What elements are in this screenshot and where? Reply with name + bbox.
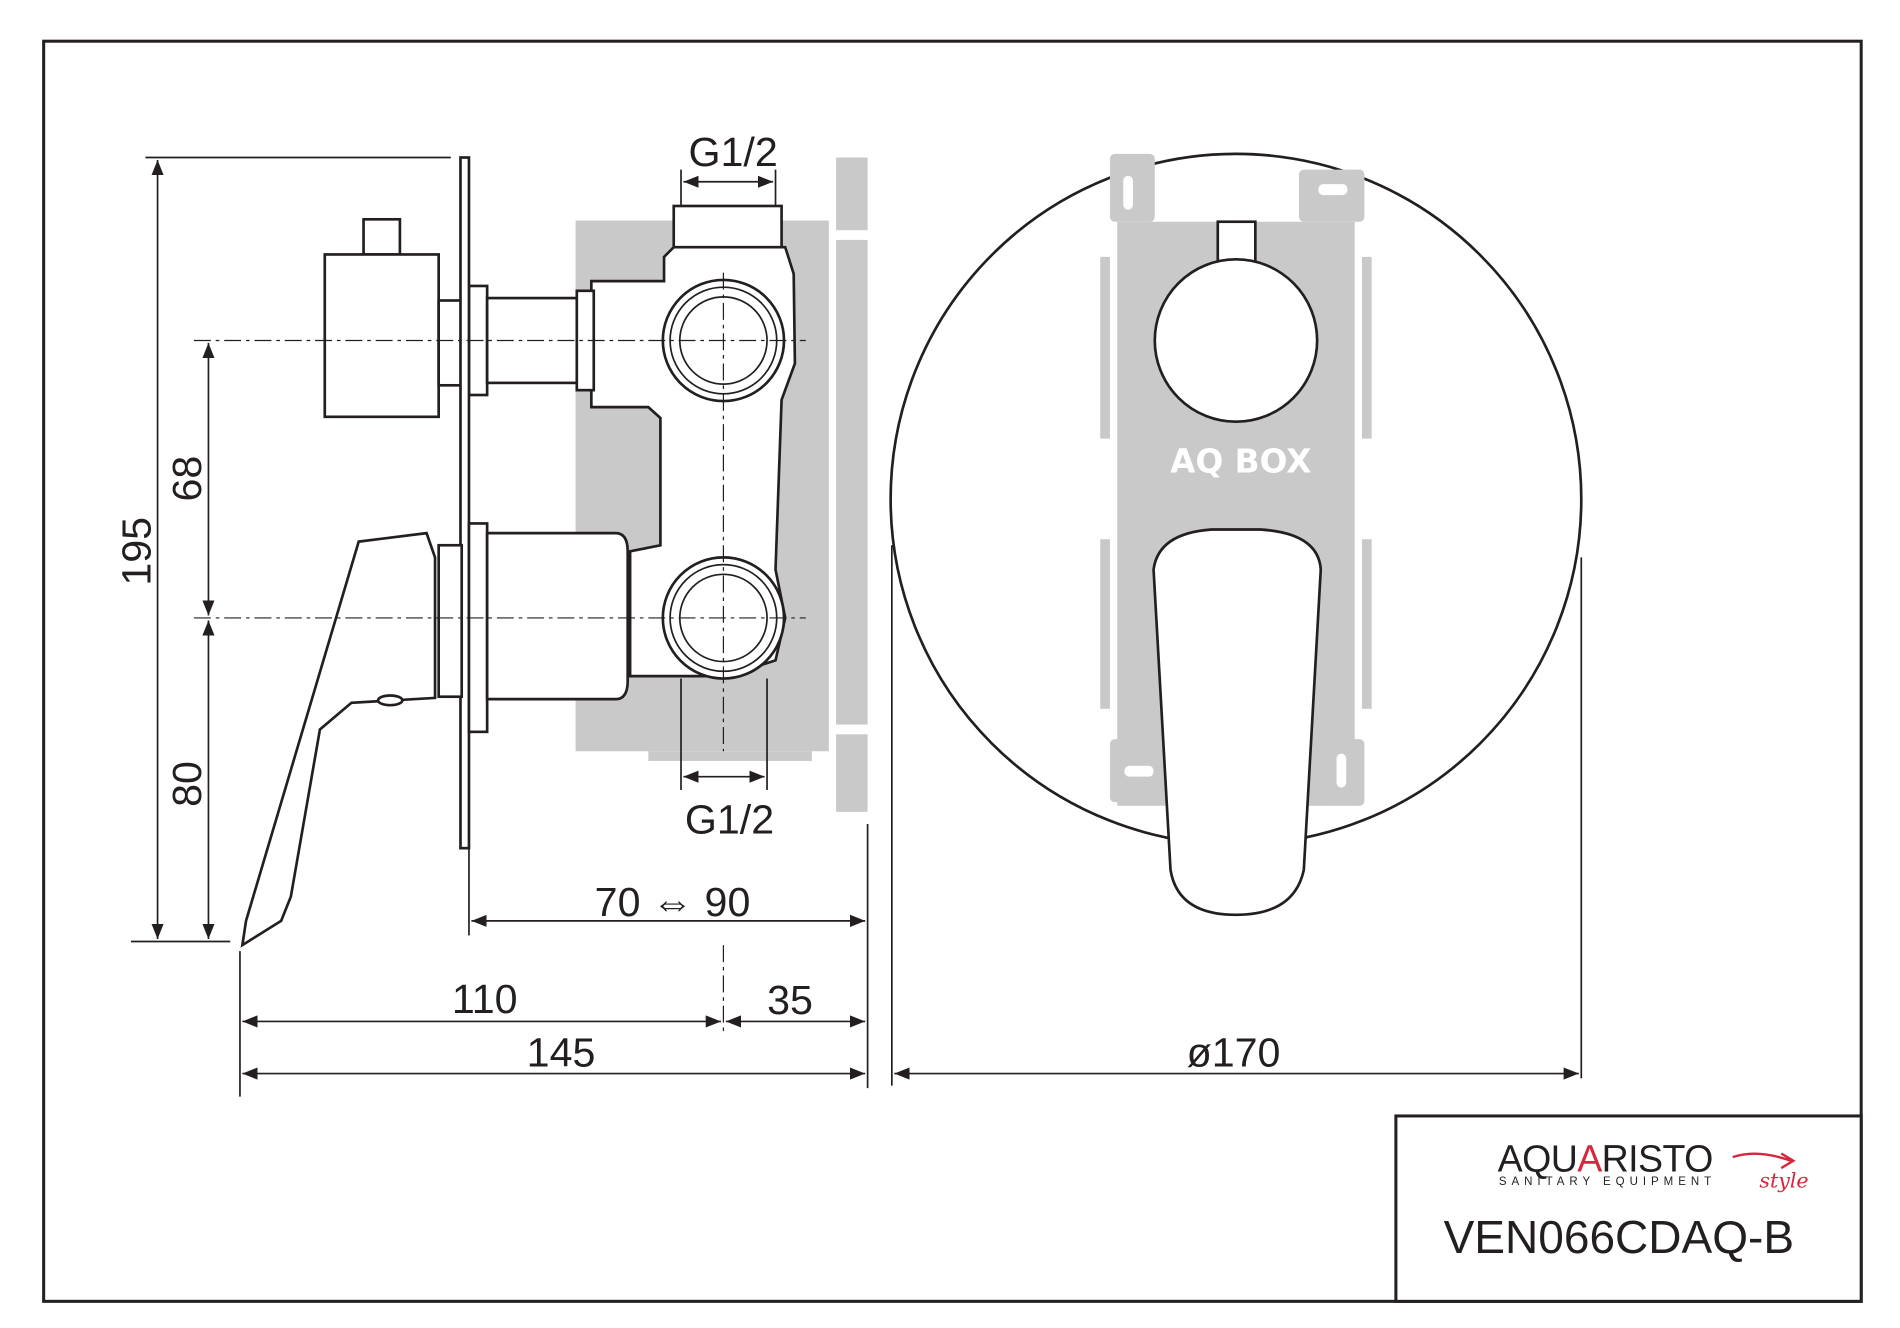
dim-70-90: 70 ⇔ 90 bbox=[595, 879, 751, 925]
dim-110: 110 bbox=[452, 976, 518, 1022]
dim-145: 145 bbox=[527, 1029, 596, 1075]
brand-script: style bbox=[1759, 1168, 1808, 1192]
svg-text:AQUARISTO: AQUARISTO bbox=[1498, 1138, 1713, 1180]
dim-68: 68 bbox=[164, 456, 210, 502]
brand-logo: AQUARISTO SANITARY EQUIPMENT style bbox=[1498, 1138, 1809, 1193]
cartridge-body bbox=[485, 531, 630, 701]
dim-35: 35 bbox=[767, 977, 813, 1023]
dim-195: 195 bbox=[113, 517, 159, 586]
top-fitting bbox=[672, 204, 783, 249]
dimension-lines bbox=[130, 156, 1583, 1097]
side-view bbox=[193, 156, 868, 1033]
wall-plate bbox=[459, 156, 471, 850]
dim-g12-bottom: G1/2 bbox=[685, 797, 774, 843]
lever-screw bbox=[376, 694, 404, 707]
dim-80: 80 bbox=[164, 761, 210, 807]
wall-strip bbox=[836, 734, 868, 812]
drawing-frame bbox=[42, 39, 1863, 1303]
front-view: AQ BOX bbox=[889, 152, 1583, 917]
aq-box-label: AQ BOX bbox=[1170, 443, 1311, 481]
dimension-labels: 195 68 80 G1/2 G1/2 70 ⇔ 90 110 35 145 ø… bbox=[113, 129, 1280, 1075]
front-mixer-lever bbox=[1152, 528, 1323, 917]
box-base bbox=[648, 751, 812, 761]
dim-170: ø170 bbox=[1187, 1029, 1281, 1075]
wall-strip bbox=[836, 239, 868, 725]
dim-g12-top: G1/2 bbox=[688, 129, 777, 175]
front-diverter-stem bbox=[1216, 220, 1257, 264]
lower-collar bbox=[437, 543, 464, 699]
front-diverter-knob bbox=[1153, 257, 1319, 423]
upper-collar bbox=[437, 299, 464, 387]
lower-flange bbox=[467, 522, 489, 734]
diverter-stem bbox=[362, 217, 402, 256]
diverter-knob bbox=[323, 253, 441, 419]
wall-strip bbox=[836, 157, 868, 231]
mixer-lever bbox=[240, 531, 437, 948]
brand-sub: SANITARY EQUIPMENT bbox=[1499, 1176, 1716, 1188]
product-code: VEN066CDAQ-B bbox=[1444, 1211, 1794, 1263]
title-block: AQUARISTO SANITARY EQUIPMENT style VEN06… bbox=[1394, 1114, 1863, 1303]
